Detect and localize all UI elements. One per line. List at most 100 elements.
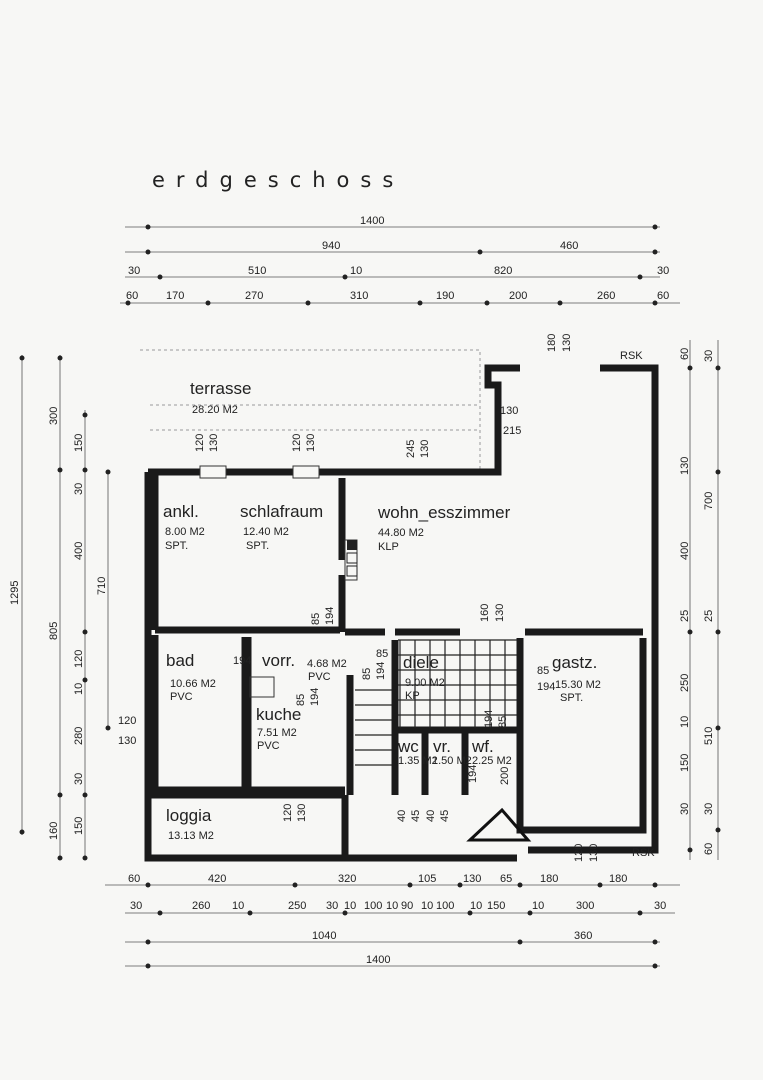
dim-top-3-0: 30	[128, 265, 140, 277]
dim-top-4-6: 260	[597, 290, 615, 302]
dim-int-26: 40	[396, 810, 408, 822]
dim-bot-2-11: 10	[470, 900, 482, 912]
dim-bot-2-2: 10	[232, 900, 244, 912]
dim-top-4-2: 270	[245, 290, 263, 302]
dim-int-25: 200	[499, 767, 511, 785]
dim-right-inner-6: 250	[679, 674, 691, 692]
dim-int-15: 194	[233, 655, 251, 667]
dim-top-4-3: 310	[350, 290, 368, 302]
dim-top-4-5: 200	[509, 290, 527, 302]
loggia-wall	[148, 791, 349, 858]
dim-bot-2-1: 260	[192, 900, 210, 912]
room-floor-ankl: SPT.	[165, 540, 188, 552]
dim-left-inner-6: 30	[73, 773, 85, 785]
room-floor-gastz: SPT.	[560, 692, 583, 704]
dim-int-24: 194	[467, 765, 479, 783]
chimney	[346, 540, 358, 577]
dimension-ticks	[19, 224, 721, 969]
dim-bot-1-7: 180	[609, 873, 627, 885]
dim-int-27: 45	[410, 810, 422, 822]
room-name-wc: wc	[397, 737, 419, 756]
dim-int-0: 180	[546, 334, 558, 352]
room-floor-bad: PVC	[170, 691, 193, 703]
dim-right-inner-4: 25	[679, 610, 691, 622]
windows	[199, 465, 358, 698]
dim-bot-3-0: 1040	[312, 930, 336, 942]
room-name-wf: wf.	[471, 737, 494, 756]
room-area-bad: 10.66 M2	[170, 678, 216, 690]
dim-right-inner-8: 150	[679, 754, 691, 772]
dim-right-inner-7: 10	[679, 716, 691, 728]
dim-int-11: 194	[324, 607, 336, 625]
dim-int-33: 130	[588, 844, 600, 862]
dimension-lines	[21, 226, 719, 967]
room-area-loggia: 13.13 M2	[168, 830, 214, 842]
dim-right-inner-5: 25	[703, 610, 715, 622]
dim-bot-1-3: 105	[418, 873, 436, 885]
dim-bot-2-0: 30	[130, 900, 142, 912]
dim-int-22: 194	[483, 710, 495, 728]
dim-int-19: 194	[309, 688, 321, 706]
room-name-bad: bad	[166, 651, 194, 670]
dim-int-8: 120	[291, 434, 303, 452]
dim-bot-1-2: 320	[338, 873, 356, 885]
marker-rsk-top: RSK	[620, 350, 643, 362]
dim-left-inner-5: 280	[73, 727, 85, 745]
room-area-kuche: 7.51 M2	[257, 727, 297, 739]
dim-left-inner-3: 120	[73, 650, 85, 668]
dim-bot-2-7: 10	[386, 900, 398, 912]
dim-left-outer: 1295	[9, 581, 21, 605]
room-name-vorr: vorr.	[262, 651, 295, 670]
dim-int-7: 130	[208, 434, 220, 452]
dim-top-4-4: 190	[436, 290, 454, 302]
dim-right-inner-2: 130	[679, 457, 691, 475]
room-floor-diele: KP	[405, 690, 420, 702]
dim-right-inner-1: 30	[703, 350, 715, 362]
room-floor-vorr: PVC	[308, 671, 331, 683]
room-name-kuche: kuche	[256, 705, 301, 724]
dim-left-mid-3: 160	[48, 822, 60, 840]
terrace-outline	[140, 349, 481, 470]
dim-top-2-1: 460	[560, 240, 578, 252]
dim-left-mid-2: 805	[48, 622, 60, 640]
room-area-ankl: 8.00 M2	[165, 526, 205, 538]
dim-left-inner-1: 30	[73, 483, 85, 495]
dim-int-32: 120	[573, 844, 585, 862]
dim-top-4-0: 60	[126, 290, 138, 302]
room-name-gastz: gastz.	[552, 653, 597, 672]
dim-int-12: 160	[479, 604, 491, 622]
dim-bot-2-13: 10	[532, 900, 544, 912]
dim-int-16: 85	[537, 665, 549, 677]
dim-int-30: 120	[282, 804, 294, 822]
dim-bot-2-15: 30	[654, 900, 666, 912]
dim-int-3: 215	[503, 425, 521, 437]
dim-int-10: 85	[310, 613, 322, 625]
dim-int-13: 130	[494, 604, 506, 622]
dim-int-20: 194	[375, 662, 387, 680]
room-area-gastz: 15.30 M2	[555, 679, 601, 691]
dim-left-inner-0: 150	[73, 434, 85, 452]
dim-int-2: 130	[500, 405, 518, 417]
room-name-vr: vr.	[433, 737, 451, 756]
dim-bot-2-5: 10	[344, 900, 356, 912]
room-area-wohn: 44.80 M2	[378, 527, 424, 539]
room-floor-schlafraum: SPT.	[246, 540, 269, 552]
dim-bot-1-0: 60	[128, 873, 140, 885]
dim-right-outer-0: 700	[703, 492, 715, 510]
interior-walls	[151, 475, 647, 834]
room-name-terrasse: terrasse	[190, 379, 251, 398]
dim-int-18: 85	[295, 694, 307, 706]
dim-bot-1-6: 180	[540, 873, 558, 885]
dim-left-mid-0: 300	[48, 407, 60, 425]
dim-top-3-4: 30	[657, 265, 669, 277]
dim-top-2-0: 940	[322, 240, 340, 252]
dim-right-inner-9: 30	[679, 803, 691, 815]
dim-bot-4-0: 1400	[366, 954, 390, 966]
room-floor-wohn: KLP	[378, 541, 399, 553]
dim-bot-1-4: 130	[463, 873, 481, 885]
dim-left-mid-1: 400	[73, 542, 85, 560]
dim-bot-2-9: 10	[421, 900, 433, 912]
dim-bot-2-8: 90	[401, 900, 413, 912]
dim-top-4-1: 170	[166, 290, 184, 302]
